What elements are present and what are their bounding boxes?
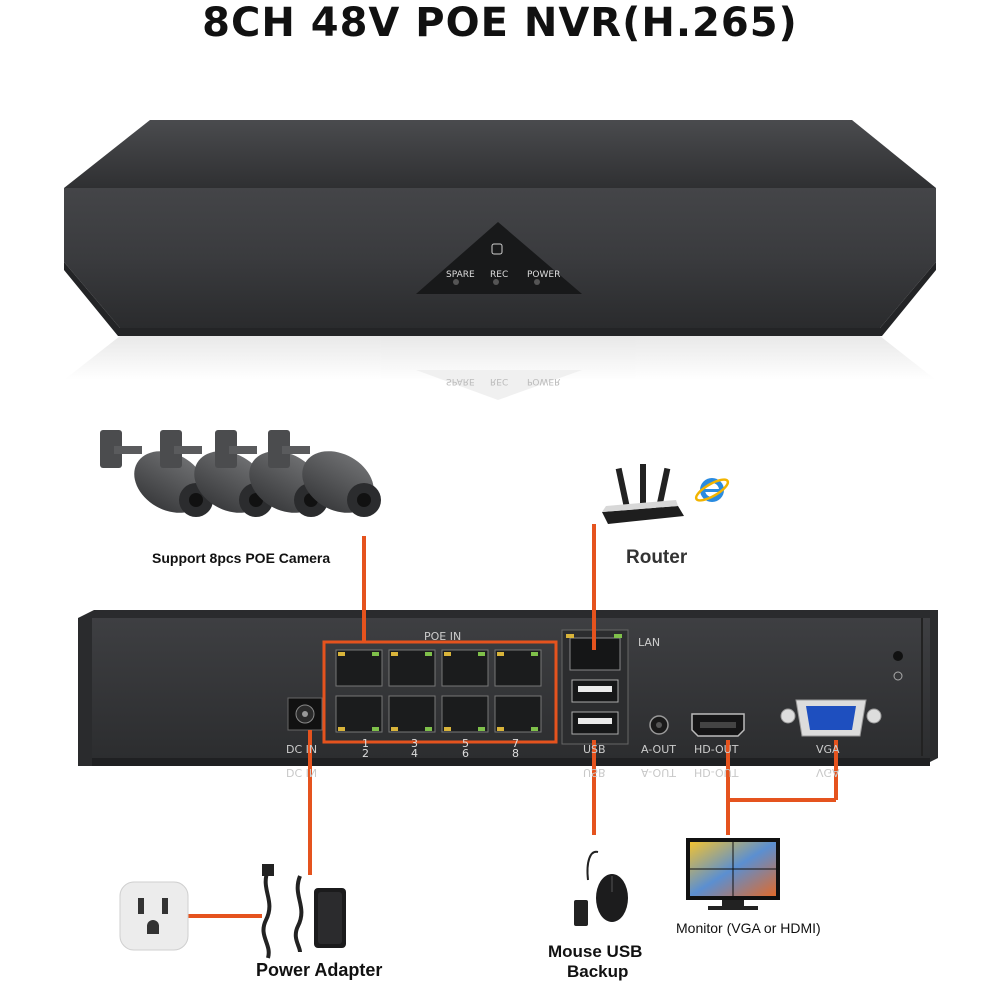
reflection-spare-label: SPARE — [446, 376, 475, 386]
indicator-spare-label: SPARE — [446, 270, 475, 280]
indicator-rec-label: REC — [490, 270, 509, 280]
monitor-caption: Monitor (VGA or HDMI) — [676, 920, 821, 936]
a-out-label: A-OUT — [641, 743, 676, 756]
reflection-a-out-label: A-OUT — [641, 766, 676, 779]
poe-cameras — [100, 430, 381, 517]
cameras-caption: Support 8pcs POE Camera — [152, 550, 331, 566]
reflection-hd-out-label: HD-OUT — [694, 766, 739, 779]
ground-screw — [893, 651, 903, 681]
router-caption: Router — [626, 547, 688, 568]
lan-label: LAN — [638, 636, 661, 649]
browser-icon — [694, 478, 730, 502]
reflection-usb-label: USB — [583, 766, 606, 779]
hdmi-port — [691, 713, 745, 737]
poe-ports — [335, 649, 542, 733]
port-number-7: 7 — [512, 737, 519, 750]
usb-label: USB — [583, 743, 606, 756]
indicator-power-label: POWER — [527, 270, 561, 280]
port-number-1: 1 — [362, 737, 369, 750]
nvr-reflection — [64, 336, 936, 400]
reflection-dc-in-label: DC IN — [286, 766, 318, 779]
poe-in-label: POE IN — [424, 630, 462, 643]
wall-outlet-icon — [119, 881, 189, 951]
port-number-5: 5 — [462, 737, 469, 750]
router-icon — [602, 464, 684, 524]
port-number-3: 3 — [411, 737, 418, 750]
port-number-2: 2 — [362, 747, 369, 760]
connector-lines — [186, 524, 838, 918]
mouse-caption-line1: Mouse USB — [548, 942, 643, 961]
poe-ports-frame — [322, 640, 558, 744]
page-title: 8CH 48V POE NVR(H.265) — [202, 0, 798, 46]
port-number-8: 8 — [512, 747, 519, 760]
reflection-rec-label: REC — [490, 376, 509, 386]
vga-port — [780, 699, 882, 737]
mouse-caption-line2: Backup — [567, 962, 629, 981]
reflection-vga-label: VGA — [816, 766, 840, 779]
port-number-6: 6 — [462, 747, 469, 760]
reflection-power-label: POWER — [527, 376, 561, 386]
port-number-4: 4 — [411, 747, 418, 760]
dc-in-label: DC IN — [286, 743, 318, 756]
vga-label: VGA — [816, 743, 840, 756]
nvr-front-view — [64, 120, 936, 336]
hd-out-label: HD-OUT — [694, 743, 739, 756]
power-adapter-caption: Power Adapter — [256, 960, 383, 980]
audio-out-port — [649, 715, 669, 735]
dc-in-port — [287, 697, 323, 731]
mouse-icon — [574, 850, 628, 926]
power-adapter-icon — [261, 864, 346, 959]
monitor-icon — [686, 838, 780, 910]
